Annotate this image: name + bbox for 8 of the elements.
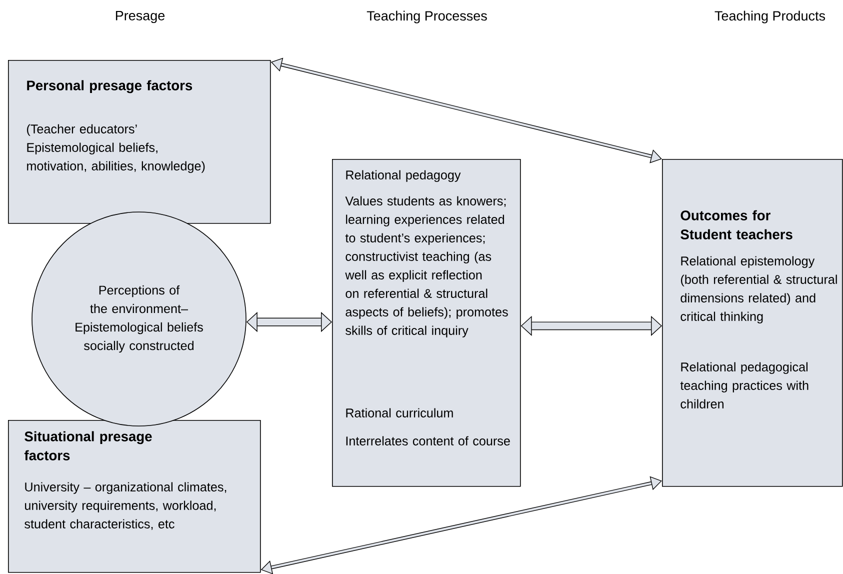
factor-box: Relational pedagogy Values students as knowers; learning experiences related to student’s experiences; constructivist teaching (as well as explicit reflection on referential & structural aspects of beliefs); promotes skills of critical inquiry Rational curriculum Interrelates content of course (332, 159, 521, 487)
column-heading: Presage (116, 10, 165, 24)
column-heading: Teaching Products (714, 10, 826, 24)
factor-box: Situational presage factors University – organizational climates, university requirements, workload, student characteristics, etc (8, 420, 261, 573)
factor-box: Personal presage factors (Teacher educators’ Epistemological beliefs, motivation, abilities, knowledge) (8, 60, 271, 224)
factor-box: Outcomes for Student teachers Relational epistemology (both referential & structural dimensions related) and critical thinking Relational pedagogical teaching practices with children (662, 159, 843, 487)
column-heading: Teaching Processes (366, 10, 487, 24)
double-arrow (520, 316, 662, 336)
